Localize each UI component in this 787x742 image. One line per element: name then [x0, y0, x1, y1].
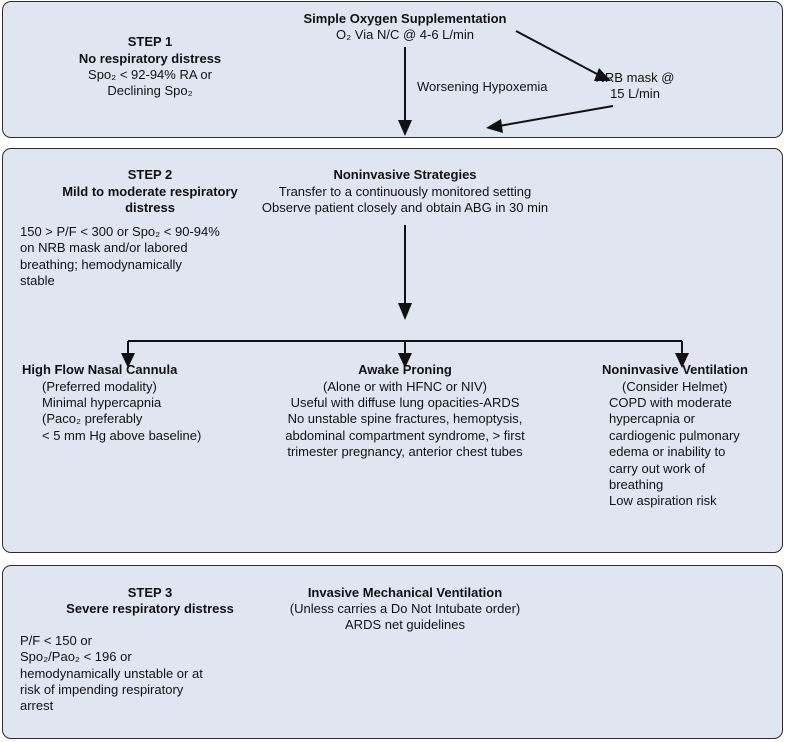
- proning-title: Awake Proning: [358, 362, 452, 377]
- step2-criteria-1: on NRB mask and/or labored: [20, 240, 188, 255]
- proning-line-4: trimester pregnancy, anterior chest tube…: [287, 444, 523, 459]
- niv-line-0: (Consider Helmet): [622, 379, 728, 394]
- step3-center-text-0: (Unless carries a Do Not Intubate order): [289, 601, 521, 616]
- niv-line-5: carry out work of: [609, 461, 706, 476]
- step2-center-text-0: Transfer to a continuously monitored set…: [278, 184, 532, 199]
- step3-panel: [2, 565, 783, 739]
- step3-title: Severe respiratory distress: [66, 601, 234, 616]
- step3-criteria-4: arrest: [20, 698, 54, 713]
- niv-line-1: COPD with moderate: [609, 395, 732, 410]
- worsening-hypoxemia-label: Worsening Hypoxemia: [417, 79, 548, 94]
- step3-criteria-2: hemodynamically unstable or at: [20, 666, 203, 681]
- step1-title: No respiratory distress: [78, 51, 222, 66]
- step1-panel: [2, 1, 783, 138]
- step3-label: STEP 3: [127, 585, 173, 600]
- niv-title: Noninvasive Ventilation: [602, 362, 748, 377]
- step1-center-text: O₂ Via N/C @ 4-6 L/min: [336, 27, 474, 42]
- niv-line-2: hypercapnia or: [609, 411, 695, 426]
- step1-criteria-0: Spo₂ < 92-94% RA or: [88, 67, 212, 82]
- hfnc-line-1: Minimal hypercapnia: [42, 395, 162, 410]
- step1-center-title: Simple Oxygen Supplementation: [303, 11, 507, 26]
- step2-center-text-1: Observe patient closely and obtain ABG i…: [261, 200, 549, 215]
- step2-title-0: Mild to moderate respiratory: [62, 184, 238, 199]
- step2-label: STEP 2: [127, 167, 173, 182]
- step2-panel: [2, 148, 783, 553]
- hfnc-line-0: (Preferred modality): [42, 379, 157, 394]
- niv-line-4: edema or inability to: [609, 444, 726, 459]
- step2-center-title: Noninvasive Strategies: [333, 167, 477, 182]
- step2-criteria-0: 150 > P/F < 300 or Spo₂ < 90-94%: [20, 224, 220, 239]
- step3-criteria-3: risk of impending respiratory: [20, 682, 184, 697]
- step2-criteria-2: breathing; hemodynamically: [20, 257, 182, 272]
- nrb-mask-line-0: NRB mask @: [595, 70, 675, 85]
- step3-criteria-1: Spo₂/Pao₂ < 196 or: [20, 649, 132, 664]
- proning-line-3: abdominal compartment syndrome, > first: [285, 428, 525, 443]
- proning-line-1: Useful with diffuse lung opacities-ARDS: [290, 395, 520, 410]
- step2-criteria-3: stable: [20, 273, 55, 288]
- niv-line-7: Low aspiration risk: [609, 493, 717, 508]
- proning-line-0: (Alone or with HFNC or NIV): [323, 379, 487, 394]
- niv-line-3: cardiogenic pulmonary: [609, 428, 740, 443]
- hfnc-line-3: < 5 mm Hg above baseline): [42, 428, 202, 443]
- proning-line-2: No unstable spine fractures, hemoptysis,: [287, 411, 523, 426]
- niv-line-6: breathing: [609, 477, 664, 492]
- hfnc-title: High Flow Nasal Cannula: [22, 362, 178, 377]
- step1-label: STEP 1: [127, 34, 173, 49]
- nrb-mask-line-1: 15 L/min: [610, 86, 660, 101]
- step2-title-1: distress: [125, 200, 175, 215]
- step3-center-title: Invasive Mechanical Ventilation: [307, 585, 503, 600]
- hfnc-line-2: (Paco₂ preferably: [42, 411, 143, 426]
- step1-criteria-1: Declining Spo₂: [107, 83, 193, 98]
- step3-criteria-0: P/F < 150 or: [20, 633, 92, 648]
- step3-center-text-1: ARDS net guidelines: [345, 617, 465, 632]
